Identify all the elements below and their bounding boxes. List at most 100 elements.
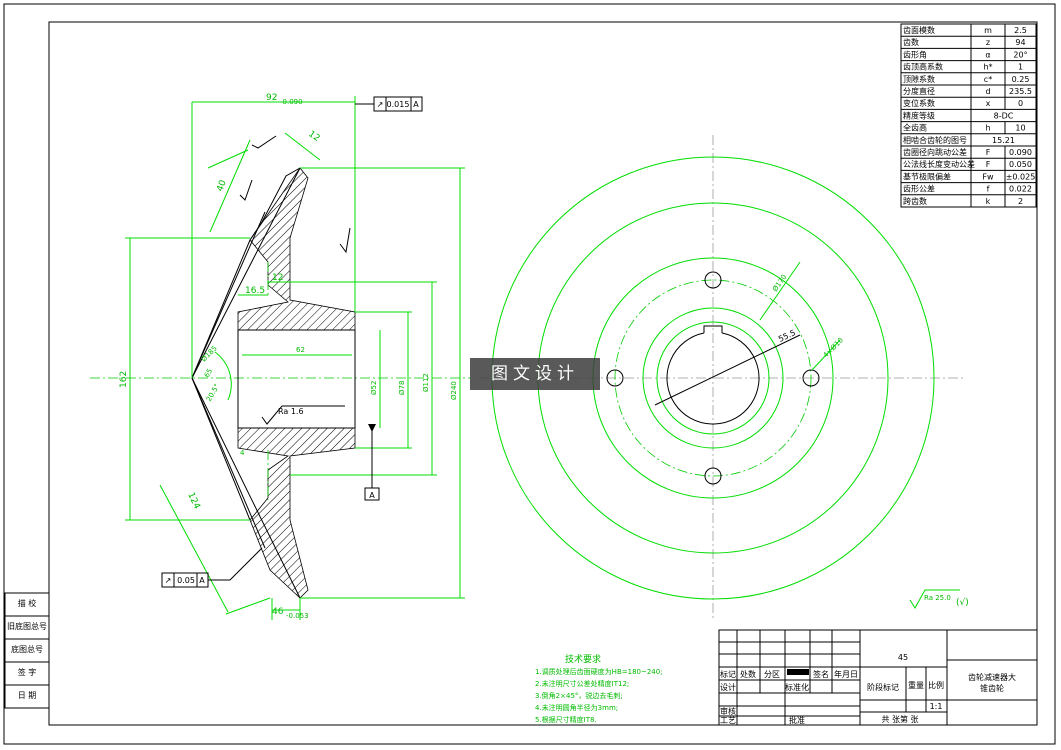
sheet-count: 共 张第 张 <box>881 714 918 724</box>
param-val-13: 0.022 <box>1009 185 1032 194</box>
datum-label: A <box>369 491 375 500</box>
param-sym-6: x <box>986 99 991 108</box>
strip-4: 签 字 <box>18 667 37 677</box>
dim-top-width: 92 <box>266 93 277 103</box>
part-name-2: 锥齿轮 <box>980 683 1004 693</box>
runout-frame-top: ↗ 0.015 A <box>355 96 423 112</box>
param-val-14: 2 <box>1018 197 1023 206</box>
param-sym-11: F <box>986 160 991 169</box>
row-process: 工艺 <box>720 716 736 725</box>
param-sym-4: c* <box>984 75 992 84</box>
param-val-5: 235.5 <box>1009 87 1032 96</box>
dim-bore-dia: Ø52 <box>370 381 378 395</box>
dim-bore-dia2: Ø78 <box>398 381 406 395</box>
param-name-5: 分度直径 <box>903 86 935 96</box>
param-name-14: 跨齿数 <box>903 196 927 206</box>
param-name-8: 全齿高 <box>903 123 927 133</box>
tech-notes: 技术要求 1.调质处理后齿面硬度为HB=180~240; 2.未注明尺寸公差处精… <box>535 653 663 724</box>
dim-angle-top: 12 <box>306 129 321 144</box>
scale-value: 1:1 <box>930 702 943 711</box>
watermark: 图文设计 <box>470 358 600 390</box>
dim-small-4: 4 <box>240 449 245 457</box>
param-name-12: 基节极限偏差 <box>903 171 951 181</box>
param-name-1: 齿数 <box>903 37 919 47</box>
keyway <box>703 325 723 333</box>
param-sym-14: k <box>986 197 991 206</box>
param-sym-1: z <box>986 38 990 47</box>
hole-top <box>704 271 722 289</box>
section-view: A Ra 1.6 ↗ 0.015 A ↗ 0.05 A 92 -0.090 <box>90 93 470 620</box>
part-name-1: 齿轮减速器大 <box>968 672 1016 682</box>
svg-text:↗: ↗ <box>377 100 384 109</box>
param-name-2: 齿形角 <box>903 49 927 59</box>
param-val-0: 2.5 <box>1014 26 1027 35</box>
col-mark: 标记 <box>720 669 736 679</box>
col-date: 年月日 <box>834 669 858 679</box>
svg-text:↗: ↗ <box>165 576 172 585</box>
dim-outer-dia: Ø240 <box>450 381 458 400</box>
row-design: 设计 <box>720 682 736 692</box>
dim-top-width-tol: -0.090 <box>280 98 303 106</box>
runout-bottom-value: 0.05 <box>177 576 195 585</box>
col-count: 处数 <box>740 669 756 679</box>
param-name-4: 顶隙系数 <box>903 74 935 84</box>
param-name-3: 齿顶高系数 <box>903 62 943 72</box>
datum-box <box>364 487 380 501</box>
inner-frame <box>48 21 1038 726</box>
strip-3: 底图总号 <box>11 644 43 654</box>
row-review: 审核 <box>720 706 736 716</box>
param-val-7: 8-DC <box>994 111 1014 120</box>
param-sym-3: h* <box>983 63 992 72</box>
hole-right <box>802 369 820 387</box>
param-sym-5: d <box>985 87 990 96</box>
col-zone: 分区 <box>764 670 780 679</box>
param-name-6: 变位系数 <box>903 98 935 108</box>
note-3: 3.倒角2×45°，锐边去毛刺; <box>535 691 623 700</box>
outer-frame <box>3 3 1056 745</box>
param-val-11: 0.050 <box>1009 160 1032 169</box>
watermark-text: 图文设计 <box>491 364 579 384</box>
note-1: 1.调质处理后齿面硬度为HB=180~240; <box>535 667 663 676</box>
dim-angle-a: Ø185 <box>200 344 219 363</box>
cone-line-1 <box>191 167 301 379</box>
dim-hub-step: 12 <box>272 273 283 283</box>
dim-hub-left: 16.5 <box>245 286 265 296</box>
dim-bore-len: 62 <box>296 346 305 354</box>
bore-roughness: Ra 1.6 <box>278 407 304 416</box>
param-sym-2: α <box>985 50 990 59</box>
param-val-9: 15.21 <box>992 136 1015 145</box>
weight-label: 重量 <box>908 680 924 690</box>
note-5: 5.根据尺寸精度IT8. <box>535 715 597 724</box>
overall-roughness: Ra 25.0 <box>924 594 951 602</box>
hole-bottom <box>704 467 722 485</box>
runout-frame-bottom: ↗ 0.05 A <box>161 547 263 588</box>
param-val-12: ±0.025 <box>1006 172 1036 181</box>
param-name-10: 齿圈径向跳动公差 <box>903 147 967 157</box>
hole-left <box>606 369 624 387</box>
param-val-4: 0.25 <box>1012 75 1030 84</box>
upper-body-section <box>237 167 356 331</box>
left-strip: 描 校 旧底图总号 底图总号 签 字 日 期 <box>4 592 50 709</box>
note-2: 2.未注明尺寸公差处精度IT12; <box>535 679 629 688</box>
param-sym-10: F <box>986 148 991 157</box>
title-block: 45 齿轮减速器大 锥齿轮 重量 比例 1:1 阶段标记 共 张第 张 标记 处… <box>718 629 1038 726</box>
dim-angle-c: 20.5° <box>205 382 221 403</box>
param-name-9: 相啮合齿轮的图号 <box>903 135 967 145</box>
note-4: 4.未注明圆角半径为3mm; <box>535 703 618 712</box>
strip-5: 日 期 <box>18 691 37 700</box>
param-val-10: 0.090 <box>1009 148 1032 157</box>
param-val-3: 1 <box>1018 63 1023 72</box>
scale-label: 比例 <box>928 680 944 690</box>
runout-bottom-ref: A <box>199 576 205 585</box>
pcd-circle <box>614 279 812 477</box>
param-name-0: 齿面模数 <box>903 25 935 35</box>
strip-1: 描 校 <box>18 598 37 608</box>
param-name-7: 精度等级 <box>903 110 935 120</box>
col-sign: 签名 <box>813 669 829 679</box>
stage-label: 阶段标记 <box>867 682 899 692</box>
param-sym-13: f <box>987 185 990 194</box>
param-name-13: 齿形公差 <box>903 184 935 194</box>
param-name-11: 公法线长度变动公差 <box>903 159 975 169</box>
dim-bottom-width-tol: -0.053 <box>286 612 309 620</box>
